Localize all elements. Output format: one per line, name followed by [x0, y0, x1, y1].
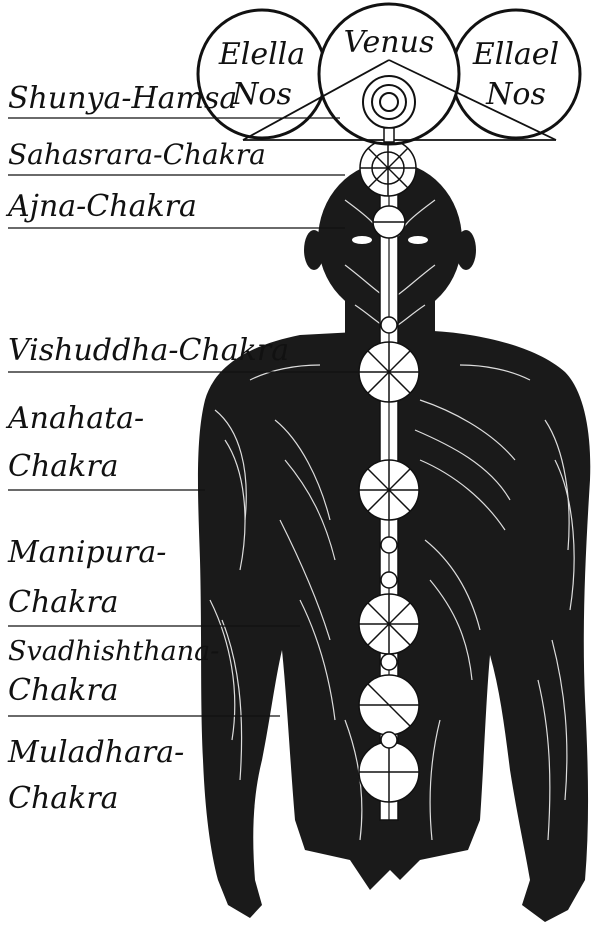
chakra-wheel-manipura [359, 594, 419, 654]
circle-left [198, 10, 326, 138]
figure-eye-right [408, 236, 428, 244]
chakra-wheel-vishuddha [359, 342, 419, 402]
circle-left-line-1: Elella [218, 37, 305, 72]
channel-node [381, 317, 397, 333]
shunya-hamsa-ring-inner [380, 93, 398, 111]
label-vishuddha: Vishuddha-Chakra [8, 333, 289, 368]
label-muladhara-line-1: Muladhara- [7, 735, 184, 770]
circle-right-line-2: Nos [485, 77, 546, 112]
label-manipura-line-2: Chakra [8, 585, 119, 620]
figure-eye-left [352, 236, 372, 244]
label-anahata-line-1: Anahata- [5, 401, 144, 436]
figure-ear-right [456, 230, 476, 270]
channel-node [381, 572, 397, 588]
channel-node [381, 654, 397, 670]
chakra-wheel-svadhishthana [359, 675, 419, 735]
figure-ear-left [304, 230, 324, 270]
label-muladhara-line-2: Chakra [8, 781, 119, 816]
label-svadhishthana-line-2: Chakra [8, 673, 119, 708]
chakra-wheel-sahasrara [360, 140, 416, 196]
chakra-wheel-muladhara [359, 742, 419, 802]
label-manipura-line-1: Manipura- [7, 535, 166, 570]
label-ajna: Ajna-Chakra [5, 189, 197, 224]
circle-left-line-2: Nos [231, 77, 292, 112]
circle-right [452, 10, 580, 138]
circle-center-line-1: Venus [344, 25, 435, 60]
channel-node [381, 732, 397, 748]
channel-node [381, 537, 397, 553]
label-sahasrara: Sahasrara-Chakra [8, 138, 266, 171]
chakra-wheel-anahata [359, 460, 419, 520]
circle-right-line-1: Ellael [472, 37, 559, 72]
label-svadhishthana-line-1: Svadhishthana- [8, 636, 219, 667]
chakra-wheel-ajna [373, 206, 405, 238]
label-anahata-line-2: Chakra [8, 449, 119, 484]
label-shunya-hamsa: Shunya-Hamsa [8, 81, 237, 116]
stem [384, 128, 394, 142]
